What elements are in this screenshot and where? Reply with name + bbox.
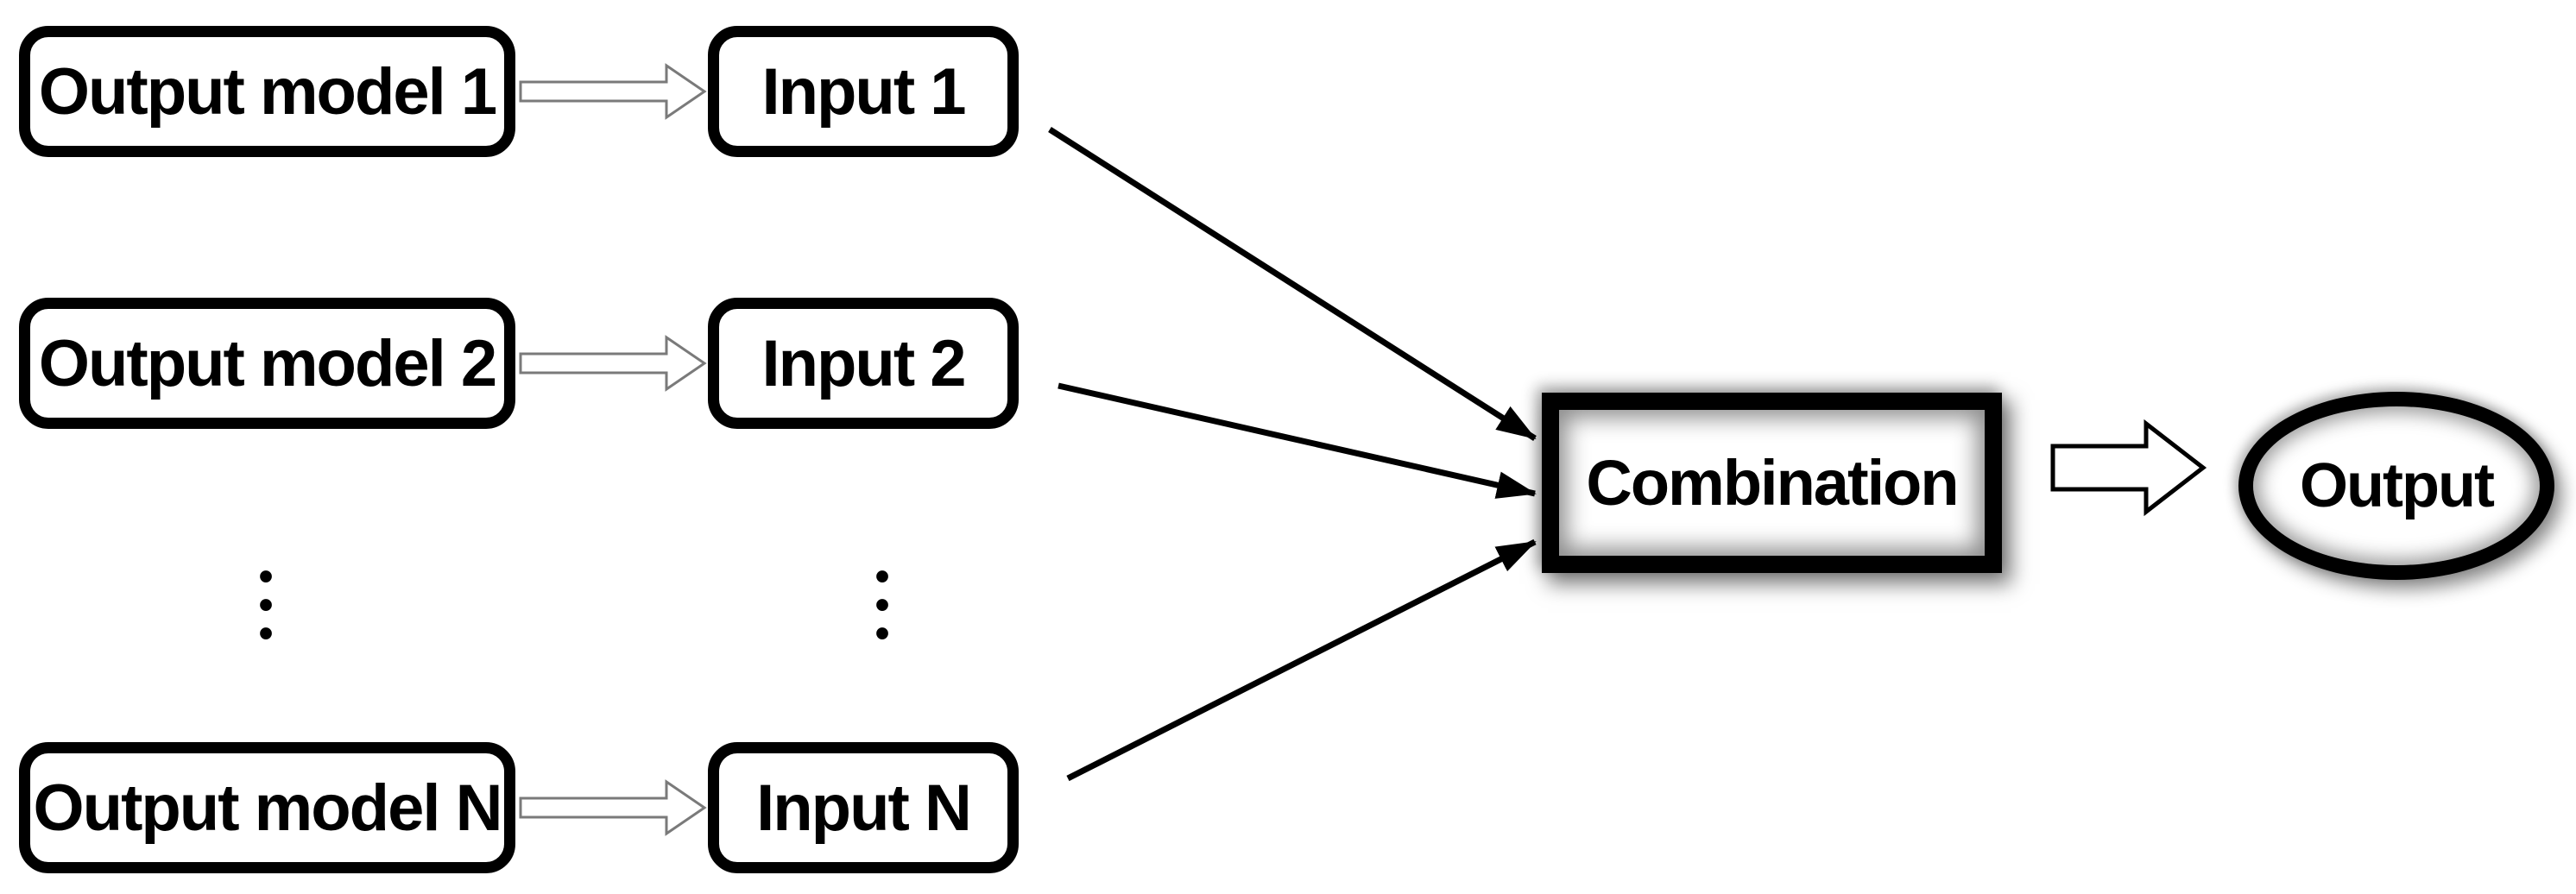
hollow-arrow-modelN-to-inputN xyxy=(519,779,707,836)
node-output-model-1: Output model 1 xyxy=(19,26,515,157)
node-combination: Combination xyxy=(1542,393,2002,573)
node-input-1: Input 1 xyxy=(708,26,1019,157)
node-output-model-N: Output model N xyxy=(19,742,515,873)
node-input-2-label: Input 2 xyxy=(761,326,966,400)
merge-arrow-inputN-to-combination xyxy=(1066,538,1537,782)
vertical-ellipsis-input-column: • • • xyxy=(874,554,890,657)
node-combination-label: Combination xyxy=(1586,447,1959,519)
hollow-arrow-combination-to-output xyxy=(2050,419,2207,517)
node-input-2: Input 2 xyxy=(708,298,1019,429)
hollow-arrow-model2-to-input2 xyxy=(519,335,707,392)
node-input-N: Input N xyxy=(708,742,1019,873)
hollow-arrow-model1-to-input1 xyxy=(519,63,707,120)
node-output: Output xyxy=(2238,392,2554,580)
node-combination-frame: Combination xyxy=(1559,410,1985,556)
node-output-model-2: Output model 2 xyxy=(19,298,515,429)
node-output-model-N-label: Output model N xyxy=(33,771,503,845)
node-output-model-2-label: Output model 2 xyxy=(38,326,497,400)
node-output-model-1-label: Output model 1 xyxy=(38,54,497,129)
merge-arrow-input1-to-combination xyxy=(1048,127,1537,441)
merge-arrow-input2-to-combination xyxy=(1058,382,1537,499)
node-output-label: Output xyxy=(2300,451,2495,520)
node-input-N-label: Input N xyxy=(756,771,972,845)
node-input-1-label: Input 1 xyxy=(761,54,966,129)
vertical-ellipsis-left-column: • • • xyxy=(258,554,274,657)
